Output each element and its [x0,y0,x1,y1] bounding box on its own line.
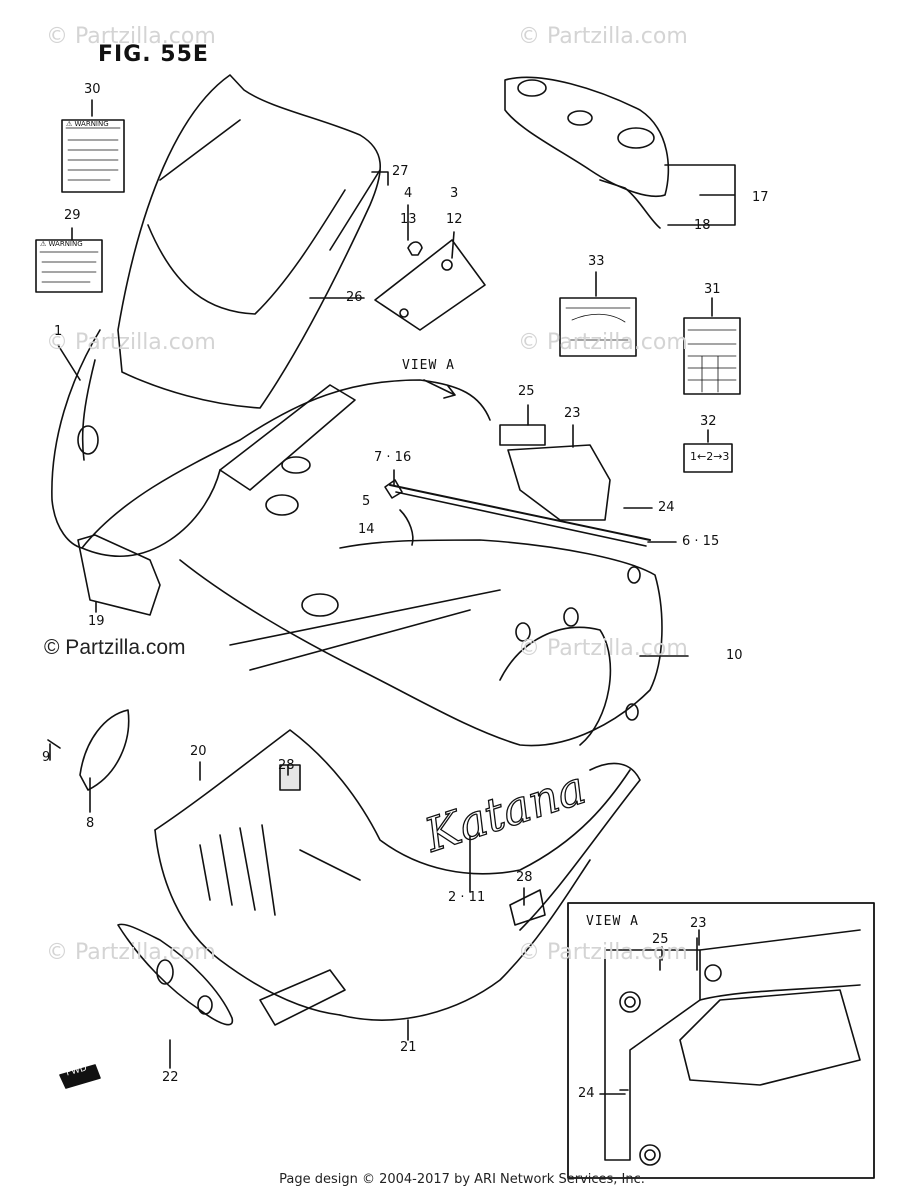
warning-label-text: ⚠ WARNING [66,120,109,128]
callout-10: 10 [726,648,743,663]
watermark: © Partzilla.com [46,24,216,49]
side-cowl [179,539,663,747]
watermark: © Partzilla.com [518,636,688,661]
watermark: © Partzilla.com [518,940,688,965]
callout-22: 22 [162,1070,179,1085]
view-a-inset-frame [567,902,875,1179]
callout-12: 12 [446,212,463,227]
callout-25: 25 [518,384,535,399]
callout-17: 17 [752,190,769,205]
callout-31: 31 [704,282,721,297]
watermark: © Partzilla.com [518,24,688,49]
upper-cowl [51,329,491,549]
watermark: © Partzilla.com [518,330,688,355]
callout-28: 28 [278,758,295,773]
warning-label-text: ⚠ WARNING [40,240,83,248]
callout-27: 27 [392,164,409,179]
callout-5: 5 [362,494,371,509]
copyright-main: © Partzilla.com [44,636,186,659]
callout-18: 18 [694,218,711,233]
callout-3: 3 [450,186,459,201]
callout-33: 33 [588,254,605,269]
katana-script: Katana [417,760,591,863]
inset-callout-25: 25 [652,932,669,947]
callout-29: 29 [64,208,81,223]
gear-label-text: 1←2→3 [690,450,730,463]
callout-8: 8 [86,816,95,831]
windscreen [117,74,381,409]
callout-2-11: 2 · 11 [448,890,486,905]
callout-6-15: 6 · 15 [682,534,720,549]
callout-4: 4 [404,186,413,201]
view-a-inset-label: VIEW A [586,914,639,929]
callout-32: 32 [700,414,717,429]
callout-14: 14 [358,522,375,537]
inset-callout-23: 23 [690,916,707,931]
callout-24: 24 [658,500,675,515]
view-a-arrow-label: VIEW A [402,358,455,373]
meter-panel [504,76,670,198]
inner-panel [117,923,234,1026]
callout-13: 13 [400,212,417,227]
callout-7-16: 7 · 16 [374,450,412,465]
lower-cowl [154,729,631,875]
figure-title: FIG. 55E [98,42,209,67]
callout-19: 19 [88,614,105,629]
callout-9: 9 [42,750,51,765]
callout-28: 28 [516,870,533,885]
page-footer: Page design © 2004-2017 by ARI Network S… [279,1172,645,1187]
callout-30: 30 [84,82,101,97]
callout-21: 21 [400,1040,417,1055]
watermark: © Partzilla.com [46,330,216,355]
watermark: © Partzilla.com [46,940,216,965]
callout-20: 20 [190,744,207,759]
callout-26: 26 [346,290,363,305]
inset-callout-24: 24 [578,1086,595,1101]
callout-1: 1 [54,324,63,339]
callout-23: 23 [564,406,581,421]
